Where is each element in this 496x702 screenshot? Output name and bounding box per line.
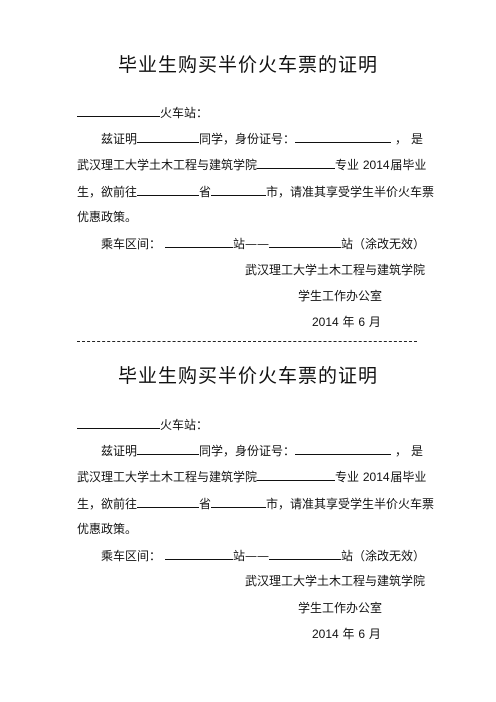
policy-text: 优惠政策。 <box>77 210 138 224</box>
route-line: 乘车区间： 站—— 站（涂改无效） <box>101 236 425 251</box>
grad-label: 届毕业 <box>390 158 427 172</box>
province-label: 省 <box>199 497 212 511</box>
school-text: 武汉理工大学土木工程与建筑学院 <box>77 470 258 484</box>
major-blank[interactable] <box>257 469 336 481</box>
date-year-suffix: 年 <box>342 627 355 641</box>
cut-line-divider <box>77 341 417 342</box>
station-blank[interactable] <box>77 417 160 429</box>
certificate-title: 毕业生购买半价火车票的证明 <box>117 54 378 76</box>
destination-text: 生，欲前往 <box>77 497 138 511</box>
paragraph-line-2: 武汉理工大学土木工程与建筑学院 专业 2014 届毕业 <box>77 469 426 484</box>
province-blank[interactable] <box>137 184 200 196</box>
route-line: 乘车区间： 站—— 站（涂改无效） <box>101 548 425 563</box>
route-start-blank[interactable] <box>165 236 234 248</box>
route-label: 乘车区间： <box>101 549 162 563</box>
school-text: 武汉理工大学土木工程与建筑学院 <box>77 158 258 172</box>
certificate-1: 毕业生购买半价火车票的证明 火车站： 兹证明 同学，身份证号： ，是 武汉理工大学土… <box>0 0 496 340</box>
signature-date: 2014 年 6 月 <box>312 627 381 641</box>
line-end-text: ，是 <box>395 444 428 458</box>
id-label: 同学，身份证号： <box>199 444 296 458</box>
line-end-text: ，是 <box>395 132 428 146</box>
major-blank[interactable] <box>257 157 336 169</box>
paragraph-line-1: 兹证明 同学，身份证号： ，是 <box>101 443 427 458</box>
policy-text: 优惠政策。 <box>77 522 138 536</box>
route-end-blank[interactable] <box>269 236 342 248</box>
grad-year: 2014 <box>362 470 390 484</box>
major-label: 专业 <box>335 158 360 172</box>
city-label: 市，请准其享受学生半价火车票 <box>266 185 435 199</box>
date-month-suffix: 月 <box>368 315 381 329</box>
route-mid-text: 站—— <box>233 549 270 563</box>
major-label: 专业 <box>335 470 360 484</box>
route-label: 乘车区间： <box>101 237 162 251</box>
date-year: 2014 <box>312 627 339 641</box>
signature-school: 武汉理工大学土木工程与建筑学院 <box>245 574 426 588</box>
destination-text: 生，欲前往 <box>77 185 138 199</box>
intro-text: 兹证明 <box>101 132 138 146</box>
route-mid-text: 站—— <box>233 237 270 251</box>
id-number-blank[interactable] <box>295 443 392 455</box>
id-number-blank[interactable] <box>295 131 392 143</box>
station-suffix: 火车站： <box>160 418 209 432</box>
station-blank[interactable] <box>77 105 160 117</box>
route-end-blank[interactable] <box>269 548 342 560</box>
province-blank[interactable] <box>137 496 200 508</box>
paragraph-line-4: 优惠政策。 <box>77 210 137 224</box>
grad-year: 2014 <box>362 158 390 172</box>
city-label: 市，请准其享受学生半价火车票 <box>266 497 435 511</box>
intro-text: 兹证明 <box>101 444 138 458</box>
signature-office: 学生工作办公室 <box>298 601 383 615</box>
paragraph-line-3: 生，欲前往 省 市，请准其享受学生半价火车票 <box>77 496 434 511</box>
id-label: 同学，身份证号： <box>199 132 296 146</box>
signature-school: 武汉理工大学土木工程与建筑学院 <box>245 263 426 277</box>
paragraph-line-1: 兹证明 同学，身份证号： ，是 <box>101 131 427 146</box>
date-month-suffix: 月 <box>368 627 381 641</box>
name-blank[interactable] <box>137 131 200 143</box>
grad-label: 届毕业 <box>390 470 427 484</box>
city-blank[interactable] <box>211 496 267 508</box>
station-line: 火车站： <box>77 105 208 120</box>
city-blank[interactable] <box>211 184 267 196</box>
date-year: 2014 <box>312 315 339 329</box>
paragraph-line-2: 武汉理工大学土木工程与建筑学院 专业 2014 届毕业 <box>77 157 426 172</box>
province-label: 省 <box>199 185 212 199</box>
certificate-title: 毕业生购买半价火车票的证明 <box>117 365 378 387</box>
paragraph-line-3: 生，欲前往 省 市，请准其享受学生半价火车票 <box>77 184 434 199</box>
date-month: 6 <box>358 315 366 329</box>
route-end-text: 站（涂改无效） <box>341 237 426 251</box>
name-blank[interactable] <box>137 443 200 455</box>
date-year-suffix: 年 <box>342 315 355 329</box>
signature-date: 2014 年 6 月 <box>312 315 381 329</box>
date-month: 6 <box>358 627 366 641</box>
station-suffix: 火车站： <box>160 106 209 120</box>
signature-office: 学生工作办公室 <box>298 289 383 303</box>
paragraph-line-4: 优惠政策。 <box>77 522 137 536</box>
route-start-blank[interactable] <box>165 548 234 560</box>
route-end-text: 站（涂改无效） <box>341 549 426 563</box>
station-line: 火车站： <box>77 417 208 432</box>
